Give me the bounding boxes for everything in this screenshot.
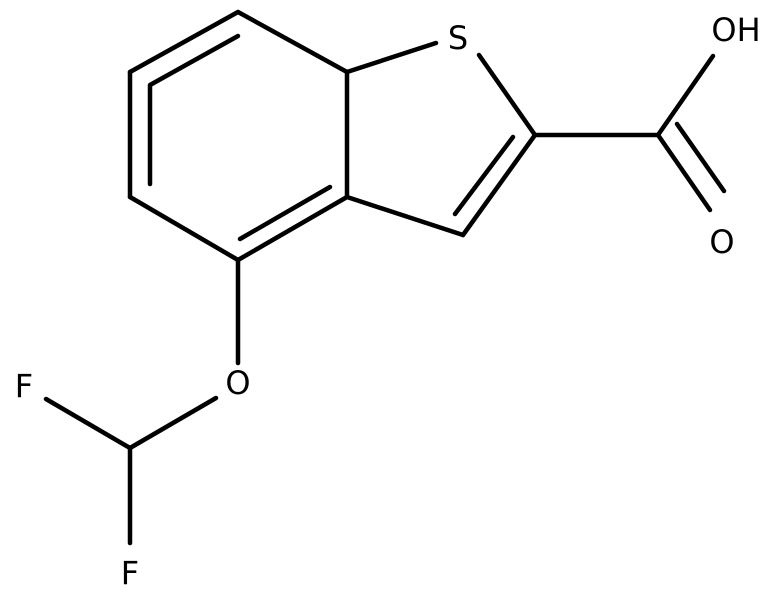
bond-chf2-f1 bbox=[43, 396, 133, 451]
atom-label-fluorine-1: F bbox=[15, 367, 33, 405]
bond-c3-c3a bbox=[344, 194, 466, 238]
atom-label-carbonyl-oxygen: O bbox=[709, 223, 734, 261]
bond-s-c2 bbox=[476, 52, 538, 138]
atom-label-sulfur: S bbox=[448, 19, 468, 57]
bond-c7a-c7 bbox=[235, 9, 350, 75]
bond-c5-c4 bbox=[127, 194, 241, 263]
bond-ccooh-o-double-2 bbox=[674, 121, 727, 194]
bond-c2-c3 bbox=[460, 132, 538, 238]
bond-c4-c3a bbox=[235, 194, 350, 263]
benzene-ring bbox=[127, 9, 350, 263]
double-bond-c7-c6-inner bbox=[147, 33, 241, 88]
bond-c7a-s bbox=[344, 40, 439, 75]
atom-label-hydroxyl: OH bbox=[711, 11, 760, 49]
atom-label-ether-oxygen: O bbox=[225, 364, 250, 402]
carboxylic-acid-group bbox=[532, 53, 727, 213]
double-bond-c4-c3a-inner bbox=[237, 184, 333, 242]
bond-ccooh-o-double-1 bbox=[655, 132, 713, 213]
thiophene-ring bbox=[344, 40, 538, 238]
bond-ccooh-oh bbox=[655, 53, 716, 138]
bond-o-chf2 bbox=[127, 395, 219, 451]
difluoromethoxy-group bbox=[43, 257, 241, 546]
double-bond-c2-c3-inner bbox=[452, 134, 516, 217]
atom-label-fluorine-2: F bbox=[121, 554, 139, 592]
bond-c7-c6 bbox=[127, 9, 241, 75]
